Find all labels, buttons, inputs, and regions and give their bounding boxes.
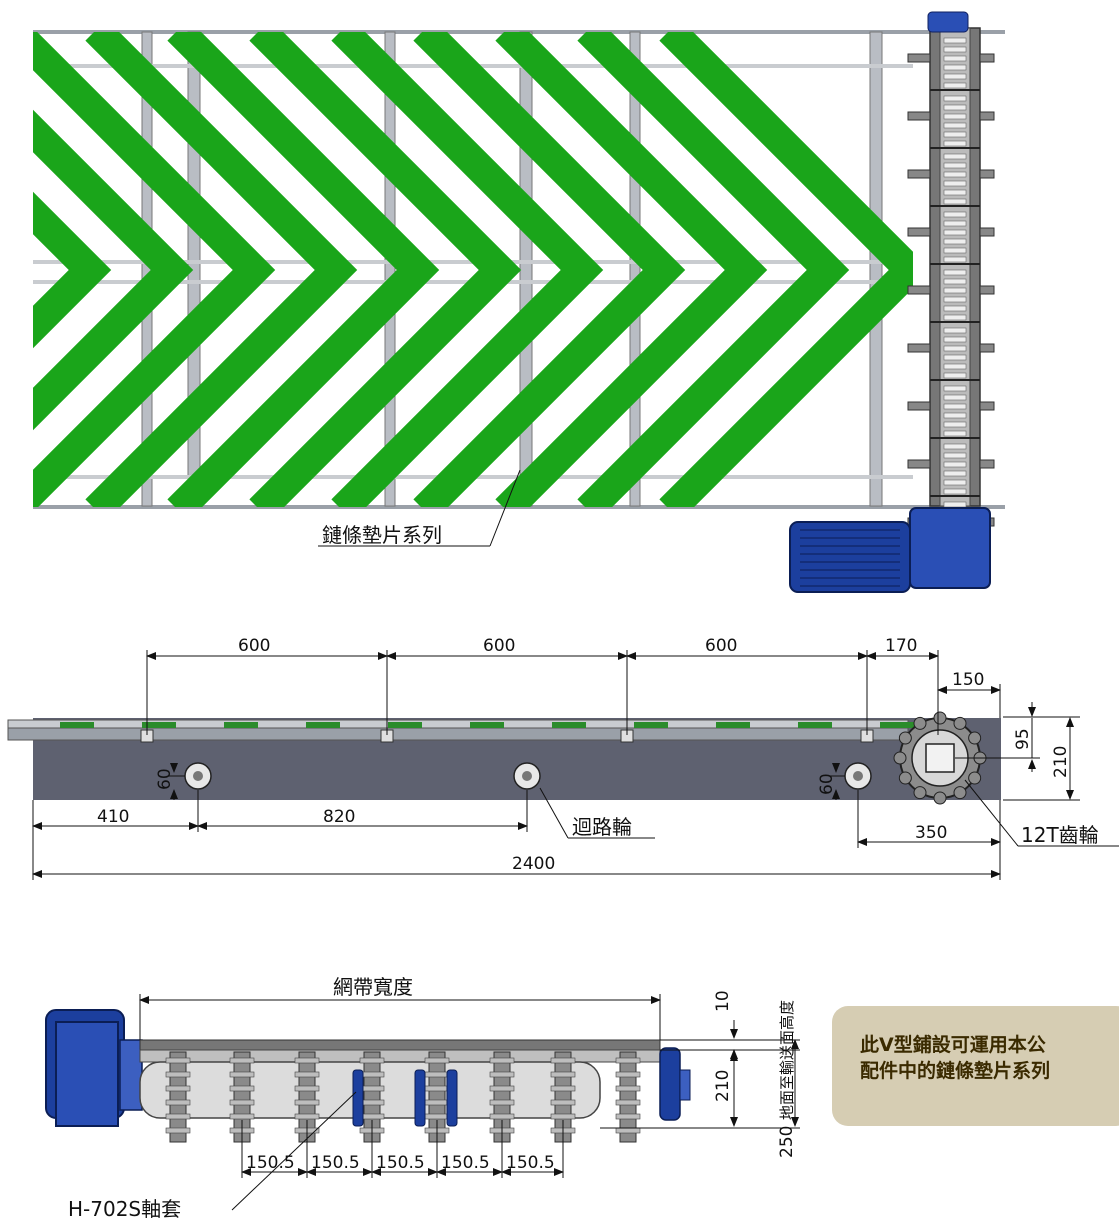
end-view: 網帶寬度 10 210 250 地面至輸送面高度 150.5 150.5 150… <box>45 975 800 1221</box>
dim-roller-height-right: 60 <box>817 773 837 795</box>
end-belt <box>139 1039 661 1051</box>
dim-top-height: 95 <box>1013 728 1033 750</box>
drive-chain <box>907 11 995 555</box>
dim-spacing-4: 150.5 <box>441 1153 490 1173</box>
return-roller-middle <box>513 762 541 790</box>
dim-roller-spacing: 820 <box>323 807 355 827</box>
chevron-pad <box>577 32 850 507</box>
chevron-pad <box>413 32 686 507</box>
belt-width-label: 網帶寬度 <box>333 975 413 999</box>
dim-spacing-5: 150.5 <box>506 1153 555 1173</box>
frame-crossbar <box>869 31 883 507</box>
drive-motor <box>789 507 991 593</box>
chevron-pad <box>659 32 913 507</box>
dim-sprocket-offset: 150 <box>952 670 984 690</box>
chevron-pad <box>33 191 112 349</box>
dim-end-gap: 170 <box>885 636 917 656</box>
return-roller-left <box>184 762 212 790</box>
chain-pad-series-label: 鏈條墊片系列 <box>322 523 442 547</box>
chevron-pad <box>495 32 768 507</box>
info-note: 此V型鋪設可運用本公 配件中的鏈條墊片系列 <box>832 1006 1119 1126</box>
chevron-pad <box>331 32 604 507</box>
dim-overall-length: 2400 <box>512 854 555 874</box>
dim-spacing-1: 150.5 <box>246 1153 295 1173</box>
frame-crossbar <box>519 31 533 507</box>
chevron-pads <box>0 30 913 510</box>
dim-top-clearance: 10 <box>713 990 733 1012</box>
return-roller-right <box>844 762 872 790</box>
return-roller-label: 迴路輪 <box>572 815 632 839</box>
dim-pitch-1: 600 <box>238 636 270 656</box>
dim-spacing-3: 150.5 <box>376 1153 425 1173</box>
sprocket-label: 12T齒輪 <box>1021 823 1099 847</box>
chevron-pad <box>33 109 194 431</box>
sprocket-12t <box>893 711 987 805</box>
dim-end-frame-height: 210 <box>713 1070 733 1102</box>
note-line-2: 配件中的鏈條墊片系列 <box>860 1060 1051 1082</box>
dim-left-roller-pos: 410 <box>97 807 129 827</box>
callout-leader <box>489 469 521 547</box>
chevron-pad <box>85 32 358 507</box>
bushing-label: H-702S軸套 <box>68 1197 181 1221</box>
dim-frame-height: 210 <box>1051 746 1071 778</box>
bearing-top <box>927 11 969 33</box>
dim-pitch-3: 600 <box>705 636 737 656</box>
dim-roller-height-left: 60 <box>155 768 175 790</box>
dim-pitch-2: 600 <box>483 636 515 656</box>
conveying-height-caption: 地面至輸送面高度 <box>778 1000 796 1120</box>
chevron-pad <box>249 32 522 507</box>
chevron-pad <box>33 32 276 507</box>
side-view: 600 600 600 170 150 95 210 60 60 410 820… <box>7 636 1119 880</box>
end-bearing-right <box>659 1047 691 1121</box>
frame-crossbar <box>384 31 396 507</box>
dim-spacing-2: 150.5 <box>311 1153 360 1173</box>
end-motor <box>45 1009 143 1127</box>
dim-conveying-height: 250 <box>777 1126 797 1158</box>
frame-crossbar <box>629 31 641 507</box>
chevron-pad <box>167 32 440 507</box>
chevron-pad <box>0 30 8 510</box>
note-line-1: 此V型鋪設可運用本公 <box>860 1034 1046 1056</box>
dim-right-roller-pos: 350 <box>915 823 947 843</box>
top-view: 鏈條墊片系列 <box>0 11 1005 593</box>
